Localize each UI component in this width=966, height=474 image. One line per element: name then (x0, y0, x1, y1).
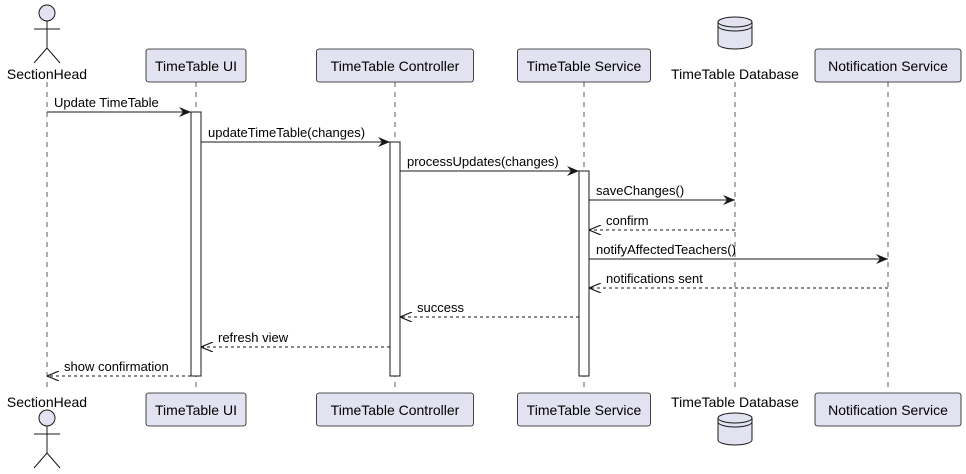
participant-controller-top: TimeTable Controller (316, 48, 474, 83)
participant-notification-bottom: Notification Service (814, 392, 962, 427)
message-6: notifyAffectedTeachers() (589, 242, 888, 264)
participant-label: TimeTable Database (671, 394, 799, 410)
message-9: refresh view (201, 330, 390, 347)
message-label: notifyAffectedTeachers() (596, 242, 736, 257)
lifelines (46, 82, 889, 392)
participant-database-bottom: TimeTable Database (671, 394, 799, 446)
activation-bar-service (578, 170, 590, 377)
messages: Update TimeTable updateTimeTable(changes)… (47, 95, 888, 376)
message-label: refresh view (218, 330, 289, 345)
database-icon (717, 16, 753, 50)
message-10: show confirmation (47, 359, 191, 376)
participant-label: Notification Service (828, 58, 948, 74)
participant-label: TimeTable UI (155, 402, 237, 418)
participant-sectionhead-top: SectionHead (7, 4, 87, 82)
participant-box (814, 48, 962, 83)
activation-bar-controller (389, 141, 401, 377)
participant-label: TimeTable Controller (331, 402, 460, 418)
message-label: Update TimeTable (54, 95, 159, 110)
participant-box (145, 48, 247, 83)
message-label: show confirmation (64, 359, 169, 374)
participant-label: TimeTable UI (155, 58, 237, 74)
actor-icon (33, 4, 61, 64)
participant-box (517, 392, 651, 427)
participant-label: Notification Service (828, 402, 948, 418)
participant-notification-top: Notification Service (814, 48, 962, 83)
participant-service-top: TimeTable Service (517, 48, 651, 83)
message-4: saveChanges() (589, 183, 735, 205)
message-label: updateTimeTable(changes) (208, 125, 365, 140)
participant-service-bottom: TimeTable Service (517, 392, 651, 427)
participant-controller-bottom: TimeTable Controller (316, 392, 474, 427)
participant-label: TimeTable Service (527, 58, 642, 74)
participant-box (145, 392, 247, 427)
message-label: processUpdates(changes) (407, 154, 559, 169)
participant-label: SectionHead (7, 394, 87, 410)
message-label: confirm (606, 213, 649, 228)
database-icon (717, 412, 753, 446)
message-8: success (400, 300, 579, 317)
message-3: processUpdates(changes) (400, 154, 579, 176)
message-label: success (417, 300, 464, 315)
message-1: Update TimeTable (47, 95, 191, 117)
participant-label: TimeTable Database (671, 66, 799, 82)
actor-icon (33, 409, 61, 469)
message-7: notifications sent (589, 271, 888, 288)
participant-box (316, 48, 474, 83)
participant-database-top: TimeTable Database (671, 16, 799, 82)
activation-bar-ui (190, 111, 202, 377)
participant-label: TimeTable Service (527, 402, 642, 418)
message-label: saveChanges() (596, 183, 684, 198)
participant-box (814, 392, 962, 427)
participant-ui-bottom: TimeTable UI (145, 392, 247, 427)
message-5: confirm (589, 213, 735, 230)
activation-bars (190, 111, 590, 377)
participant-box (316, 392, 474, 427)
participant-ui-top: TimeTable UI (145, 48, 247, 83)
participant-sectionhead-bottom: SectionHead (7, 394, 87, 469)
participant-label: TimeTable Controller (331, 58, 460, 74)
message-label: notifications sent (606, 271, 703, 286)
message-2: updateTimeTable(changes) (201, 125, 390, 147)
participant-label: SectionHead (7, 66, 87, 82)
participant-box (517, 48, 651, 83)
